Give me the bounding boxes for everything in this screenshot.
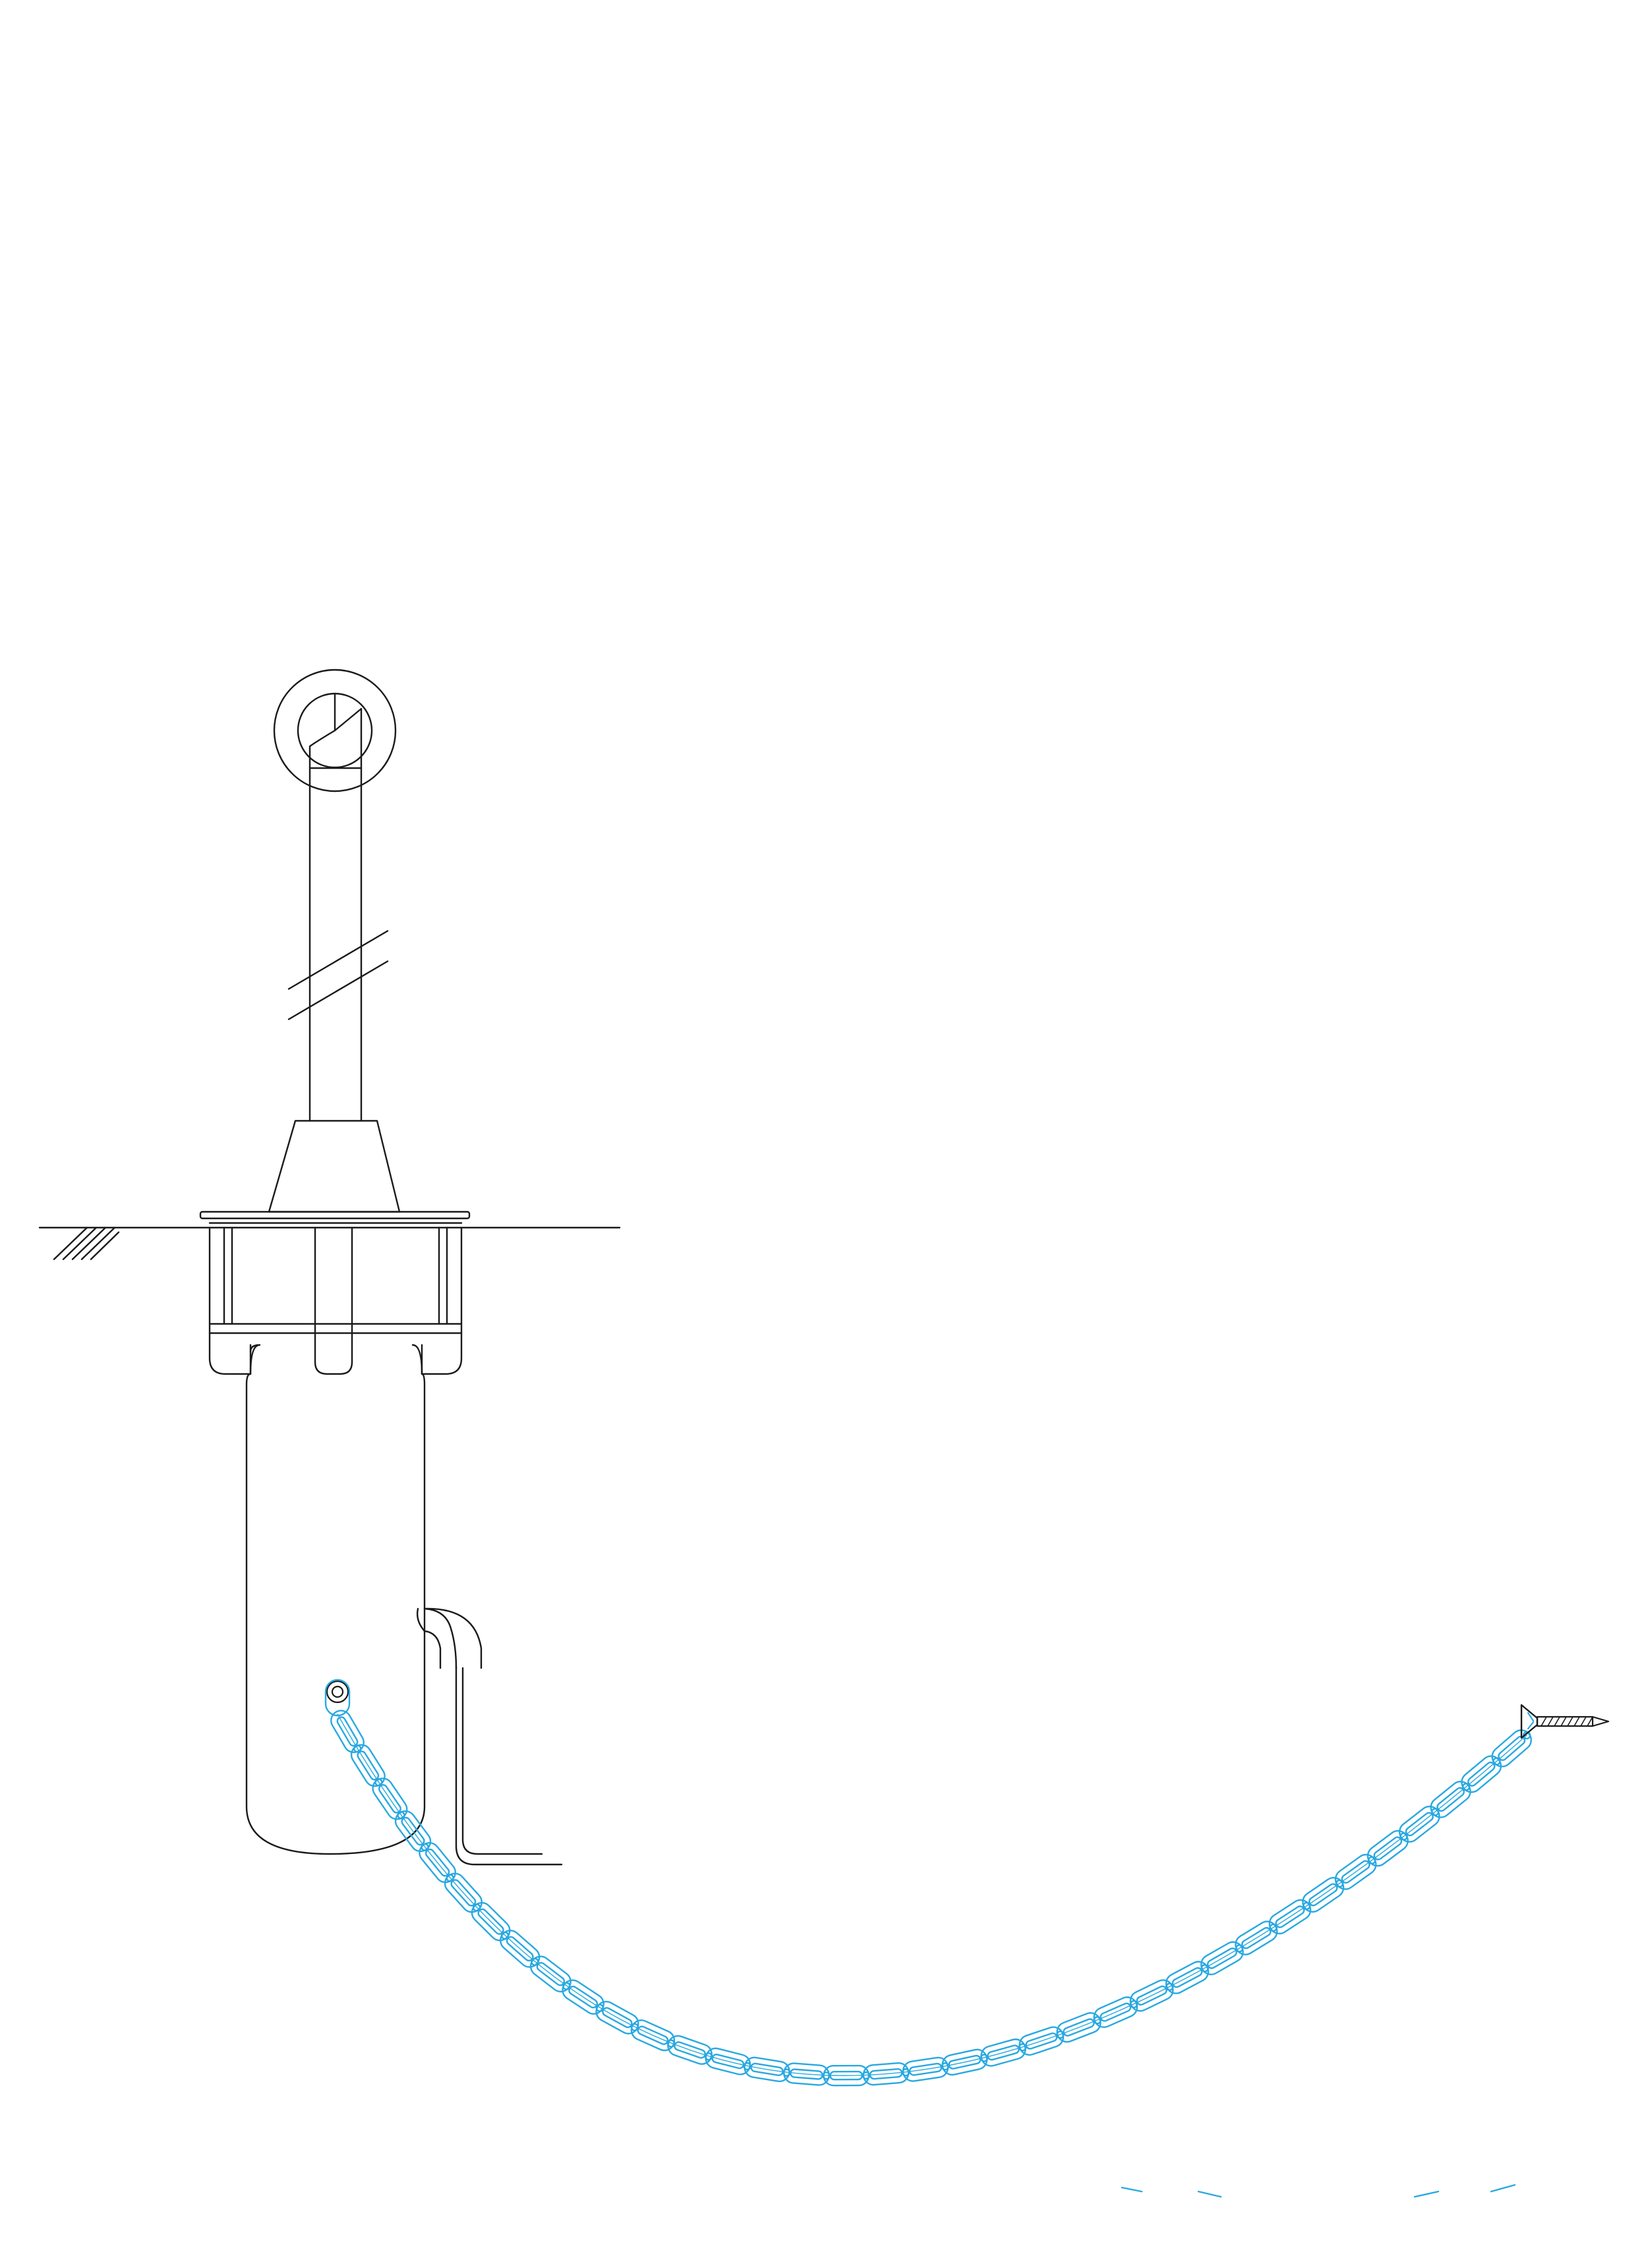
chain-link (350, 1744, 386, 1787)
socket-head (208, 1226, 463, 1375)
top-eye-ring (273, 669, 397, 792)
chain-link (1235, 1921, 1278, 1955)
chain-link (1367, 1830, 1409, 1867)
side-pipe (416, 1607, 563, 1866)
chain-link (1268, 1899, 1312, 1934)
wall-screw (1520, 1704, 1610, 1739)
tapered-collar (199, 1119, 471, 1224)
chain-link (1334, 1853, 1377, 1890)
chain-anchor (324, 1679, 351, 1717)
chain-link (1430, 1781, 1471, 1818)
ground-sleeve (245, 1373, 426, 1855)
ground-line (38, 1226, 621, 1261)
bollard-assembly (38, 669, 621, 1866)
chain (330, 1710, 1532, 2087)
chain-link (783, 2062, 831, 2086)
chain-link (1056, 2012, 1102, 2043)
chain-link (630, 2019, 676, 2052)
chain-link (444, 1872, 483, 1913)
chain-link (823, 2064, 871, 2087)
dashed-trail (1121, 2184, 1516, 2198)
chain-guide-line (337, 1714, 1527, 2076)
break-marks (287, 930, 389, 1021)
chain-link (1491, 1729, 1532, 1768)
post-shaft (309, 767, 363, 1122)
